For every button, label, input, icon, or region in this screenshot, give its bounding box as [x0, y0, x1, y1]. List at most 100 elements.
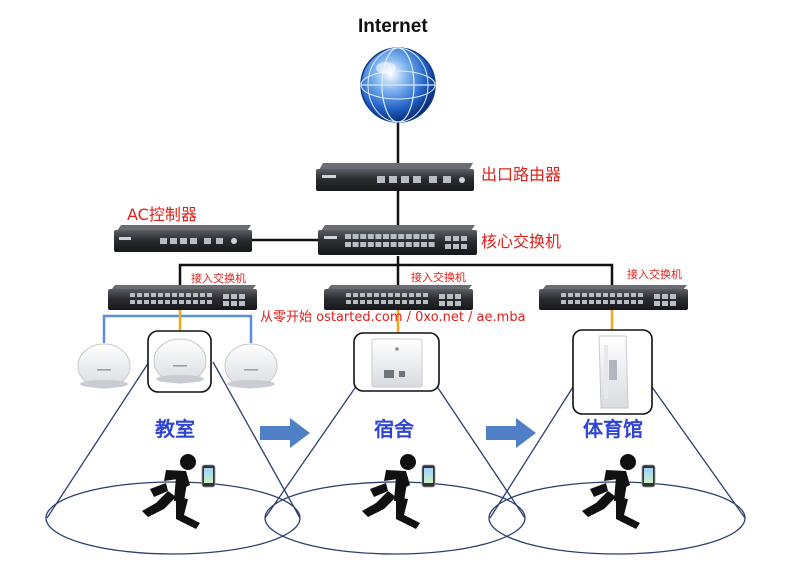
switch-port: [186, 300, 191, 304]
switch-port: [352, 234, 359, 239]
switch-port: [617, 300, 622, 304]
switch-port: [239, 301, 245, 306]
zone-label-gym: 体育馆: [583, 417, 643, 441]
ceiling-ap-icon: [224, 343, 278, 389]
switch-port: [421, 234, 427, 239]
switch-port: [223, 294, 229, 299]
switch-port: [223, 301, 229, 306]
access-switch-label-2: 接入交换机: [411, 271, 466, 284]
switch-port: [360, 293, 365, 297]
switch-port: [624, 300, 629, 304]
switch-port: [461, 244, 467, 249]
switch-port: [207, 293, 212, 297]
switch-port: [631, 293, 636, 297]
globe-icon: [360, 47, 436, 123]
switch-port: [375, 234, 382, 239]
runner-with-phone-icon: [362, 454, 436, 529]
switch-port: [367, 293, 372, 297]
switch-port: [662, 301, 668, 306]
coverage-dorm: [264, 384, 526, 555]
switch-port: [568, 300, 573, 304]
switch-port: [561, 300, 566, 304]
switch-port: [186, 293, 191, 297]
switch-port: [193, 300, 198, 304]
switch-port: [398, 234, 405, 239]
switch-port: [200, 293, 205, 297]
core-switch-device: [318, 225, 477, 255]
core-switch-label: 核心交换机: [481, 232, 562, 251]
coverage-classroom: [45, 361, 301, 555]
runner-with-phone-icon: [582, 454, 656, 529]
wired-links: [178, 122, 614, 290]
switch-port: [589, 293, 594, 297]
switch-port: [439, 294, 445, 299]
switch-port: [395, 300, 400, 304]
switch-port: [144, 300, 149, 304]
switch-port: [453, 236, 459, 241]
switch-port: [654, 301, 660, 306]
switch-port: [151, 293, 156, 297]
switch-port: [200, 300, 205, 304]
runner-with-phone-icon: [142, 454, 216, 529]
wall-panel-ap-icon: [353, 332, 440, 392]
switch-port: [193, 293, 198, 297]
switch-port: [231, 294, 237, 299]
switch-port: [428, 242, 435, 247]
switch-port: [381, 293, 386, 297]
switch-port: [603, 293, 608, 297]
ceiling-ap-icon: [77, 343, 131, 389]
switch-port: [582, 300, 587, 304]
switch-port: [596, 300, 601, 304]
switch-port: [388, 293, 393, 297]
zone-label-dorm: 宿舍: [374, 417, 414, 441]
watermark-text: 从零开始 ostarted.com / 0xo.net / ae.mba: [260, 310, 526, 325]
switch-port: [360, 234, 367, 239]
switch-port: [423, 300, 428, 304]
switch-port: [589, 300, 594, 304]
arrow-right-icon: [260, 418, 310, 448]
switch-port: [374, 300, 379, 304]
switch-port: [375, 242, 382, 247]
switch-port: [624, 293, 629, 297]
switch-port: [395, 293, 400, 297]
switch-port: [383, 242, 389, 247]
router-label: 出口路由器: [481, 165, 562, 184]
switch-port: [144, 293, 149, 297]
ac-controller-device: [114, 225, 252, 252]
switch-port: [179, 293, 184, 297]
switch-port: [416, 300, 421, 304]
switch-port: [631, 300, 636, 304]
switch-port: [617, 293, 622, 297]
switch-port: [367, 300, 372, 304]
switch-port: [409, 300, 414, 304]
switch-port: [345, 234, 351, 239]
switch-port: [561, 293, 566, 297]
switch-port: [455, 294, 461, 299]
switch-port: [390, 242, 397, 247]
switch-port: [165, 293, 170, 297]
switch-port: [582, 293, 587, 297]
switch-port: [165, 300, 170, 304]
switch-port: [231, 301, 237, 306]
switch-port: [445, 244, 451, 249]
access-switch-label-1: 接入交换机: [191, 272, 246, 285]
switch-port: [345, 242, 351, 247]
switch-port: [130, 293, 135, 297]
switch-port: [603, 300, 608, 304]
switch-port: [568, 293, 573, 297]
zone-label-classroom: 教室: [155, 417, 195, 441]
switch-port: [575, 293, 580, 297]
switch-port: [374, 293, 379, 297]
switch-port: [381, 300, 386, 304]
switch-port: [638, 300, 643, 304]
arrow-right-icon: [486, 418, 536, 448]
ac-controller-label: AC控制器: [127, 205, 197, 224]
switch-port: [367, 234, 374, 239]
switch-port: [445, 236, 451, 241]
switch-port: [367, 242, 374, 247]
switch-port: [405, 242, 412, 247]
switch-port: [383, 234, 389, 239]
switch-port: [405, 234, 412, 239]
switch-port: [610, 300, 615, 304]
